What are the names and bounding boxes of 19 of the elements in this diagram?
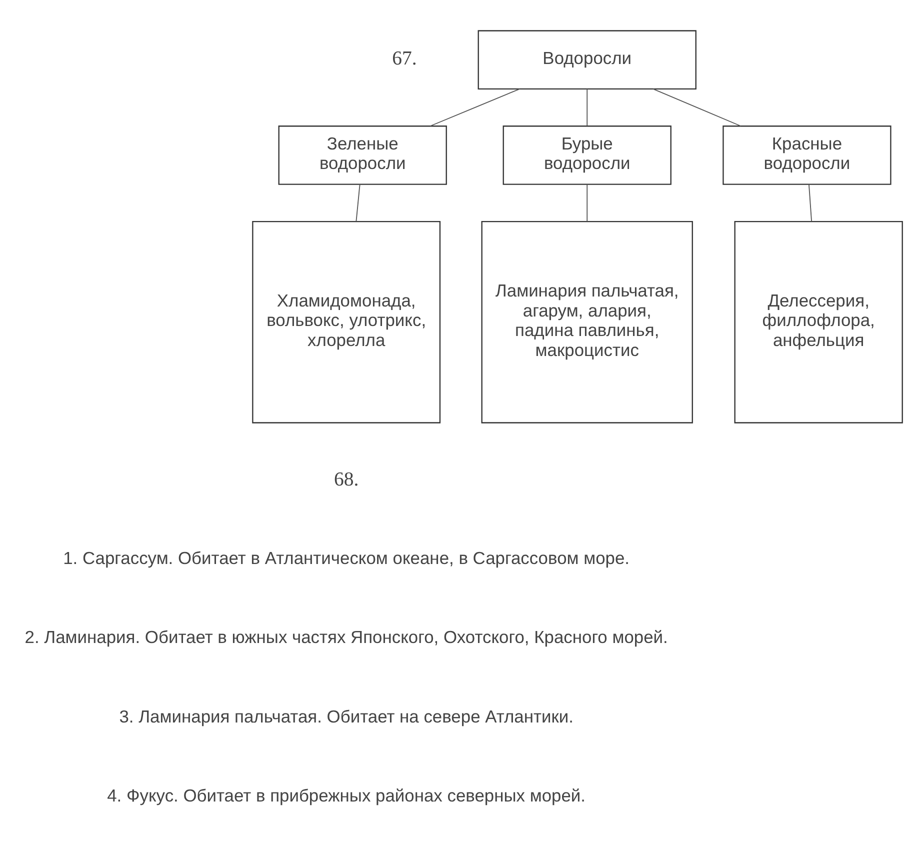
connector — [586, 184, 588, 222]
node-box: Бурые водоросли — [502, 126, 671, 185]
node-box: Красные водоросли — [722, 126, 891, 185]
label: 67. — [392, 48, 416, 70]
label: 2. Ламинария. Обитает в южных частях Японского, Охотского, Красного морей. — [24, 627, 668, 648]
connector — [355, 184, 360, 222]
connector — [652, 88, 741, 126]
node-box: Ламинария пальчатая, агарум, алария, падина павлинья, макроцистис — [480, 220, 692, 424]
connector — [586, 88, 588, 126]
node-box: Хламидомонада, вольвокс, улотрикс, хлорелла — [252, 220, 440, 424]
label: 3. Ламинария пальчатая. Обитает на севере Атлантики. — [118, 706, 573, 726]
node-box: Делессерия, филлофлора, анфельция — [734, 220, 902, 424]
node-box: Зеленые водоросли — [278, 126, 446, 185]
node-box: Водоросли — [477, 30, 696, 90]
label: 1. Саргассум. Обитает в Атлантическом океане, в Саргассовом море. — [62, 548, 630, 568]
label: 4. Фукус. Обитает в прибрежных районах северных морей. — [106, 785, 586, 806]
connector — [808, 184, 812, 222]
connector — [429, 88, 520, 126]
label: 68. — [333, 468, 358, 491]
